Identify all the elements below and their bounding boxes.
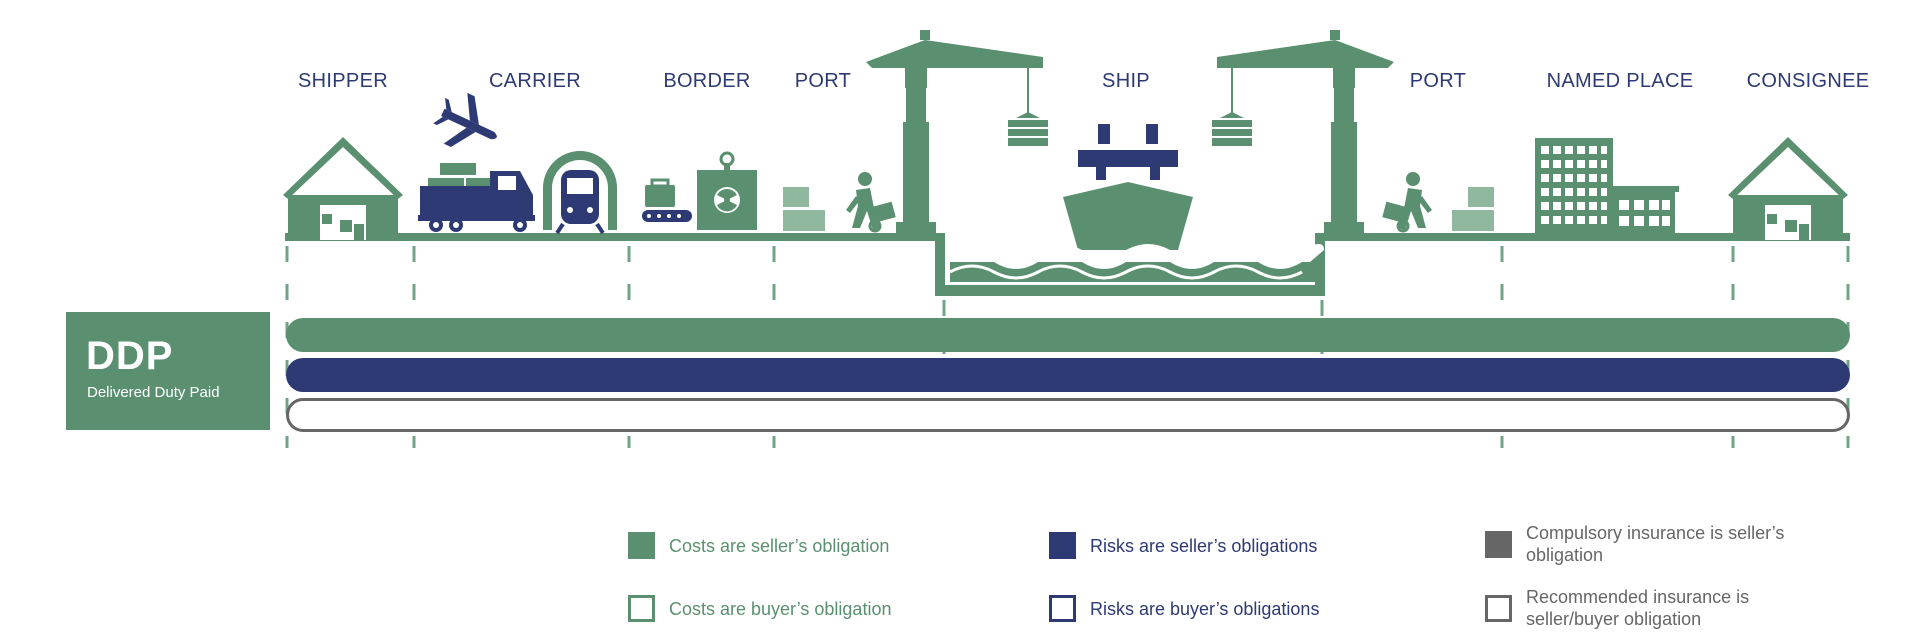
truck-icon bbox=[418, 163, 535, 232]
swatch-filled-gray bbox=[1485, 530, 1512, 558]
insurance-recommended-bar bbox=[286, 398, 1850, 432]
stacked-crates-icon bbox=[783, 187, 825, 231]
legend-risks-seller: Risks are seller’s obligations bbox=[1049, 532, 1317, 559]
legend-label: Costs are buyer’s obligation bbox=[669, 598, 892, 619]
legend-label: Risks are seller’s obligations bbox=[1090, 535, 1318, 556]
warehouse-icon bbox=[283, 137, 403, 240]
legend-insurance-compulsory: Compulsory insurance is seller’s obligat… bbox=[1485, 522, 1786, 566]
train-icon bbox=[543, 151, 617, 235]
stacked-crates-icon bbox=[1452, 187, 1494, 231]
legend-costs-seller: Costs are seller’s obligation bbox=[628, 532, 889, 559]
legend-label: Costs are seller’s obligation bbox=[669, 535, 890, 556]
risks-seller-bar bbox=[286, 358, 1850, 392]
legend-risks-buyer: Risks are buyer’s obligations bbox=[1049, 595, 1319, 622]
worker-hand-truck-icon bbox=[1382, 172, 1432, 233]
swatch-filled-green bbox=[628, 532, 655, 559]
incoterm-name: Delivered Duty Paid bbox=[87, 384, 220, 401]
container-icon bbox=[1008, 120, 1048, 146]
legend-label: Compulsory insurance is seller’s obligat… bbox=[1526, 523, 1785, 565]
stage-label-border: BORDER bbox=[663, 70, 751, 92]
ship-icon bbox=[950, 124, 1324, 262]
legend-insurance-recommended: Recommended insurance is seller/buyer ob… bbox=[1485, 586, 1786, 630]
stage-label-carrier: CARRIER bbox=[488, 70, 582, 92]
stage-label-named-place: NAMED PLACE bbox=[1546, 70, 1694, 92]
container-icon bbox=[1212, 120, 1252, 146]
radiation-crate-icon bbox=[697, 151, 757, 230]
warehouse-icon bbox=[1728, 137, 1848, 240]
stage-label-port-destination: PORT bbox=[1409, 70, 1467, 92]
incoterm-code: DDP bbox=[86, 334, 174, 378]
ground-line bbox=[285, 233, 1850, 241]
legend-label: Recommended insurance is seller/buyer ob… bbox=[1526, 587, 1750, 629]
crane-icon bbox=[1217, 30, 1394, 234]
office-building-icon bbox=[1535, 138, 1613, 233]
crane-icon bbox=[866, 30, 1043, 234]
stage-label-ship: SHIP bbox=[1102, 70, 1150, 92]
luggage-scanner-icon bbox=[642, 178, 692, 222]
swatch-outline-gray bbox=[1485, 594, 1512, 622]
costs-seller-bar bbox=[286, 318, 1850, 352]
stage-label-shipper: SHIPPER bbox=[298, 70, 388, 92]
airplane-icon bbox=[433, 92, 497, 147]
worker-hand-truck-icon bbox=[846, 172, 896, 233]
swatch-outline-green bbox=[628, 595, 655, 622]
office-building-icon bbox=[1609, 186, 1679, 233]
swatch-filled-navy bbox=[1049, 532, 1076, 559]
legend-label: Risks are buyer’s obligations bbox=[1090, 598, 1320, 619]
stage-label-consignee: CONSIGNEE bbox=[1746, 70, 1870, 92]
stage-label-port-origin: PORT bbox=[794, 70, 852, 92]
swatch-outline-navy bbox=[1049, 595, 1076, 622]
incoterm-badge: DDP Delivered Duty Paid bbox=[66, 312, 270, 430]
legend-costs-buyer: Costs are buyer’s obligation bbox=[628, 595, 891, 622]
